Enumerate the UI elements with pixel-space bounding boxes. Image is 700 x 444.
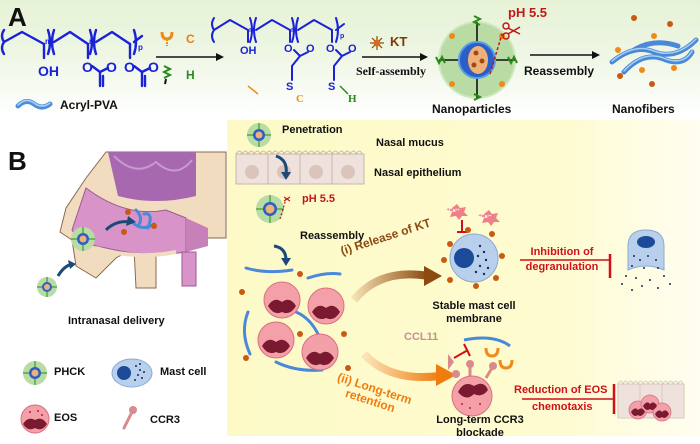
- ccr3-blockade-label-line1: Long-term CCR3: [436, 414, 524, 426]
- stable-mast-cell-label-line1: Stable mast cell: [432, 300, 516, 312]
- eosinophil-cluster: [239, 266, 351, 372]
- svg-text:O: O: [306, 43, 315, 55]
- calcium-block-icon: [457, 220, 467, 233]
- svg-text:m: m: [45, 37, 52, 46]
- ccl11-label: CCL11: [404, 331, 439, 343]
- reagent-h-label: H: [186, 68, 195, 82]
- phck-penetration-icon: [247, 123, 271, 147]
- svg-text:p: p: [138, 43, 143, 52]
- ketotifen-drug-icon: [370, 36, 384, 50]
- svg-text:O: O: [348, 43, 357, 55]
- reassembly-label-b: Reassembly: [300, 230, 365, 242]
- nanofibers-label: Nanofibers: [612, 102, 675, 116]
- reduction-label-line1: Reduction of EOS: [514, 384, 608, 396]
- cysteine-ligand-icon: [160, 31, 174, 46]
- phck-cleavage-icon: [256, 195, 291, 223]
- phck-nanoparticle-outside: [37, 277, 57, 297]
- calcium-ion-icon-1: [446, 204, 468, 220]
- long-term-retention-arrow: [361, 351, 456, 386]
- nanofibers-graphic: [609, 15, 699, 87]
- self-assembly-label: Self-assembly: [356, 64, 426, 78]
- intranasal-delivery-label: Intranasal delivery: [68, 315, 165, 327]
- calcium-ion-icon-2: [478, 210, 500, 226]
- svg-text:p: p: [340, 33, 344, 40]
- reassembly-label-a: Reassembly: [524, 64, 595, 78]
- panel-b-label: B: [8, 146, 27, 176]
- svg-text:O: O: [326, 43, 335, 55]
- degranulating-mast-cell: [621, 229, 671, 291]
- svg-text:O: O: [124, 59, 135, 75]
- inhibition-bar-2: [522, 384, 616, 414]
- inhibition-bar-1: [520, 254, 612, 278]
- mast-cell-icon: [111, 358, 153, 388]
- calcium-label-1: Ca²⁺: [449, 208, 460, 214]
- legend-ccr3-label: CCR3: [150, 414, 180, 426]
- svg-text:O: O: [284, 43, 293, 55]
- ccr3-blockade-label-line2: blockade: [456, 427, 504, 439]
- eosinophil-icon: [20, 404, 50, 434]
- kt-label: KT: [390, 34, 408, 49]
- acryl-pva-structure: OH O O O O m n p: [0, 28, 159, 88]
- svg-text:H: H: [348, 93, 357, 105]
- stable-mast-cell: [441, 227, 505, 289]
- self-assembly-arrow: [362, 53, 428, 61]
- delivery-arrow: [56, 260, 76, 277]
- calcium-label-2: Ca²⁺: [481, 214, 492, 220]
- modified-pva-structure: OH O O O O S S C H m n p: [211, 17, 357, 105]
- svg-text:O: O: [106, 59, 117, 75]
- reassembly-arrow: [530, 51, 600, 59]
- ccr3-blockade-eosinophil: [448, 336, 514, 417]
- panel-a-background: [0, 0, 700, 118]
- nanoparticle-graphic: [435, 15, 518, 101]
- reaction-arrow-1: [156, 53, 224, 61]
- nasal-epithelium-label: Nasal epithelium: [374, 167, 462, 179]
- ph-label-a: pH 5.5: [508, 5, 548, 20]
- nasal-mucus-label: Nasal mucus: [376, 137, 444, 149]
- reduction-label-line2: chemotaxis: [532, 401, 593, 413]
- phck-nanoparticle-entering: [71, 227, 95, 251]
- svg-text:O: O: [148, 59, 159, 75]
- legend-eos-label: EOS: [54, 412, 78, 424]
- oh-group: OH: [38, 63, 59, 79]
- epithelium-with-eosinophils: [617, 380, 685, 422]
- nasal-epithelium-cells: [235, 150, 365, 185]
- acryl-pva-fiber-icon: [15, 98, 53, 110]
- legend-mast-cell-label: Mast cell: [160, 366, 207, 378]
- svg-text:S: S: [328, 81, 335, 93]
- reagent-c-label: C: [186, 32, 195, 46]
- nasal-cavity-anatomy: [59, 151, 227, 289]
- svg-text:n: n: [291, 27, 295, 34]
- legend-phck-label: PHCK: [54, 366, 86, 378]
- acryl-pva-label: Acryl-PVA: [60, 98, 118, 112]
- hexanethiol-ligand-icon: [161, 65, 173, 85]
- nanoparticles-label: Nanoparticles: [432, 102, 512, 116]
- svg-text:OH: OH: [240, 45, 257, 57]
- inhibition-label-line1: Inhibition of: [530, 246, 594, 258]
- svg-text:S: S: [286, 81, 293, 93]
- ph-label-b: pH 5.5: [302, 193, 336, 205]
- inhibition-label-line2: degranulation: [525, 261, 599, 273]
- penetration-label: Penetration: [282, 124, 343, 136]
- svg-text:m: m: [249, 27, 255, 34]
- svg-text:C: C: [296, 93, 304, 105]
- ccr3-receptor-icon: [122, 406, 137, 430]
- reassembly-arrow-b: [273, 244, 291, 266]
- panel-a-label: A: [8, 2, 27, 32]
- phck-nanoparticle-icon: [23, 361, 47, 385]
- scissors-icon: [502, 22, 521, 40]
- release-kt-arrow: [350, 266, 442, 303]
- svg-text:O: O: [82, 59, 93, 75]
- svg-text:n: n: [89, 37, 94, 46]
- stable-mast-cell-label-line2: membrane: [446, 313, 502, 325]
